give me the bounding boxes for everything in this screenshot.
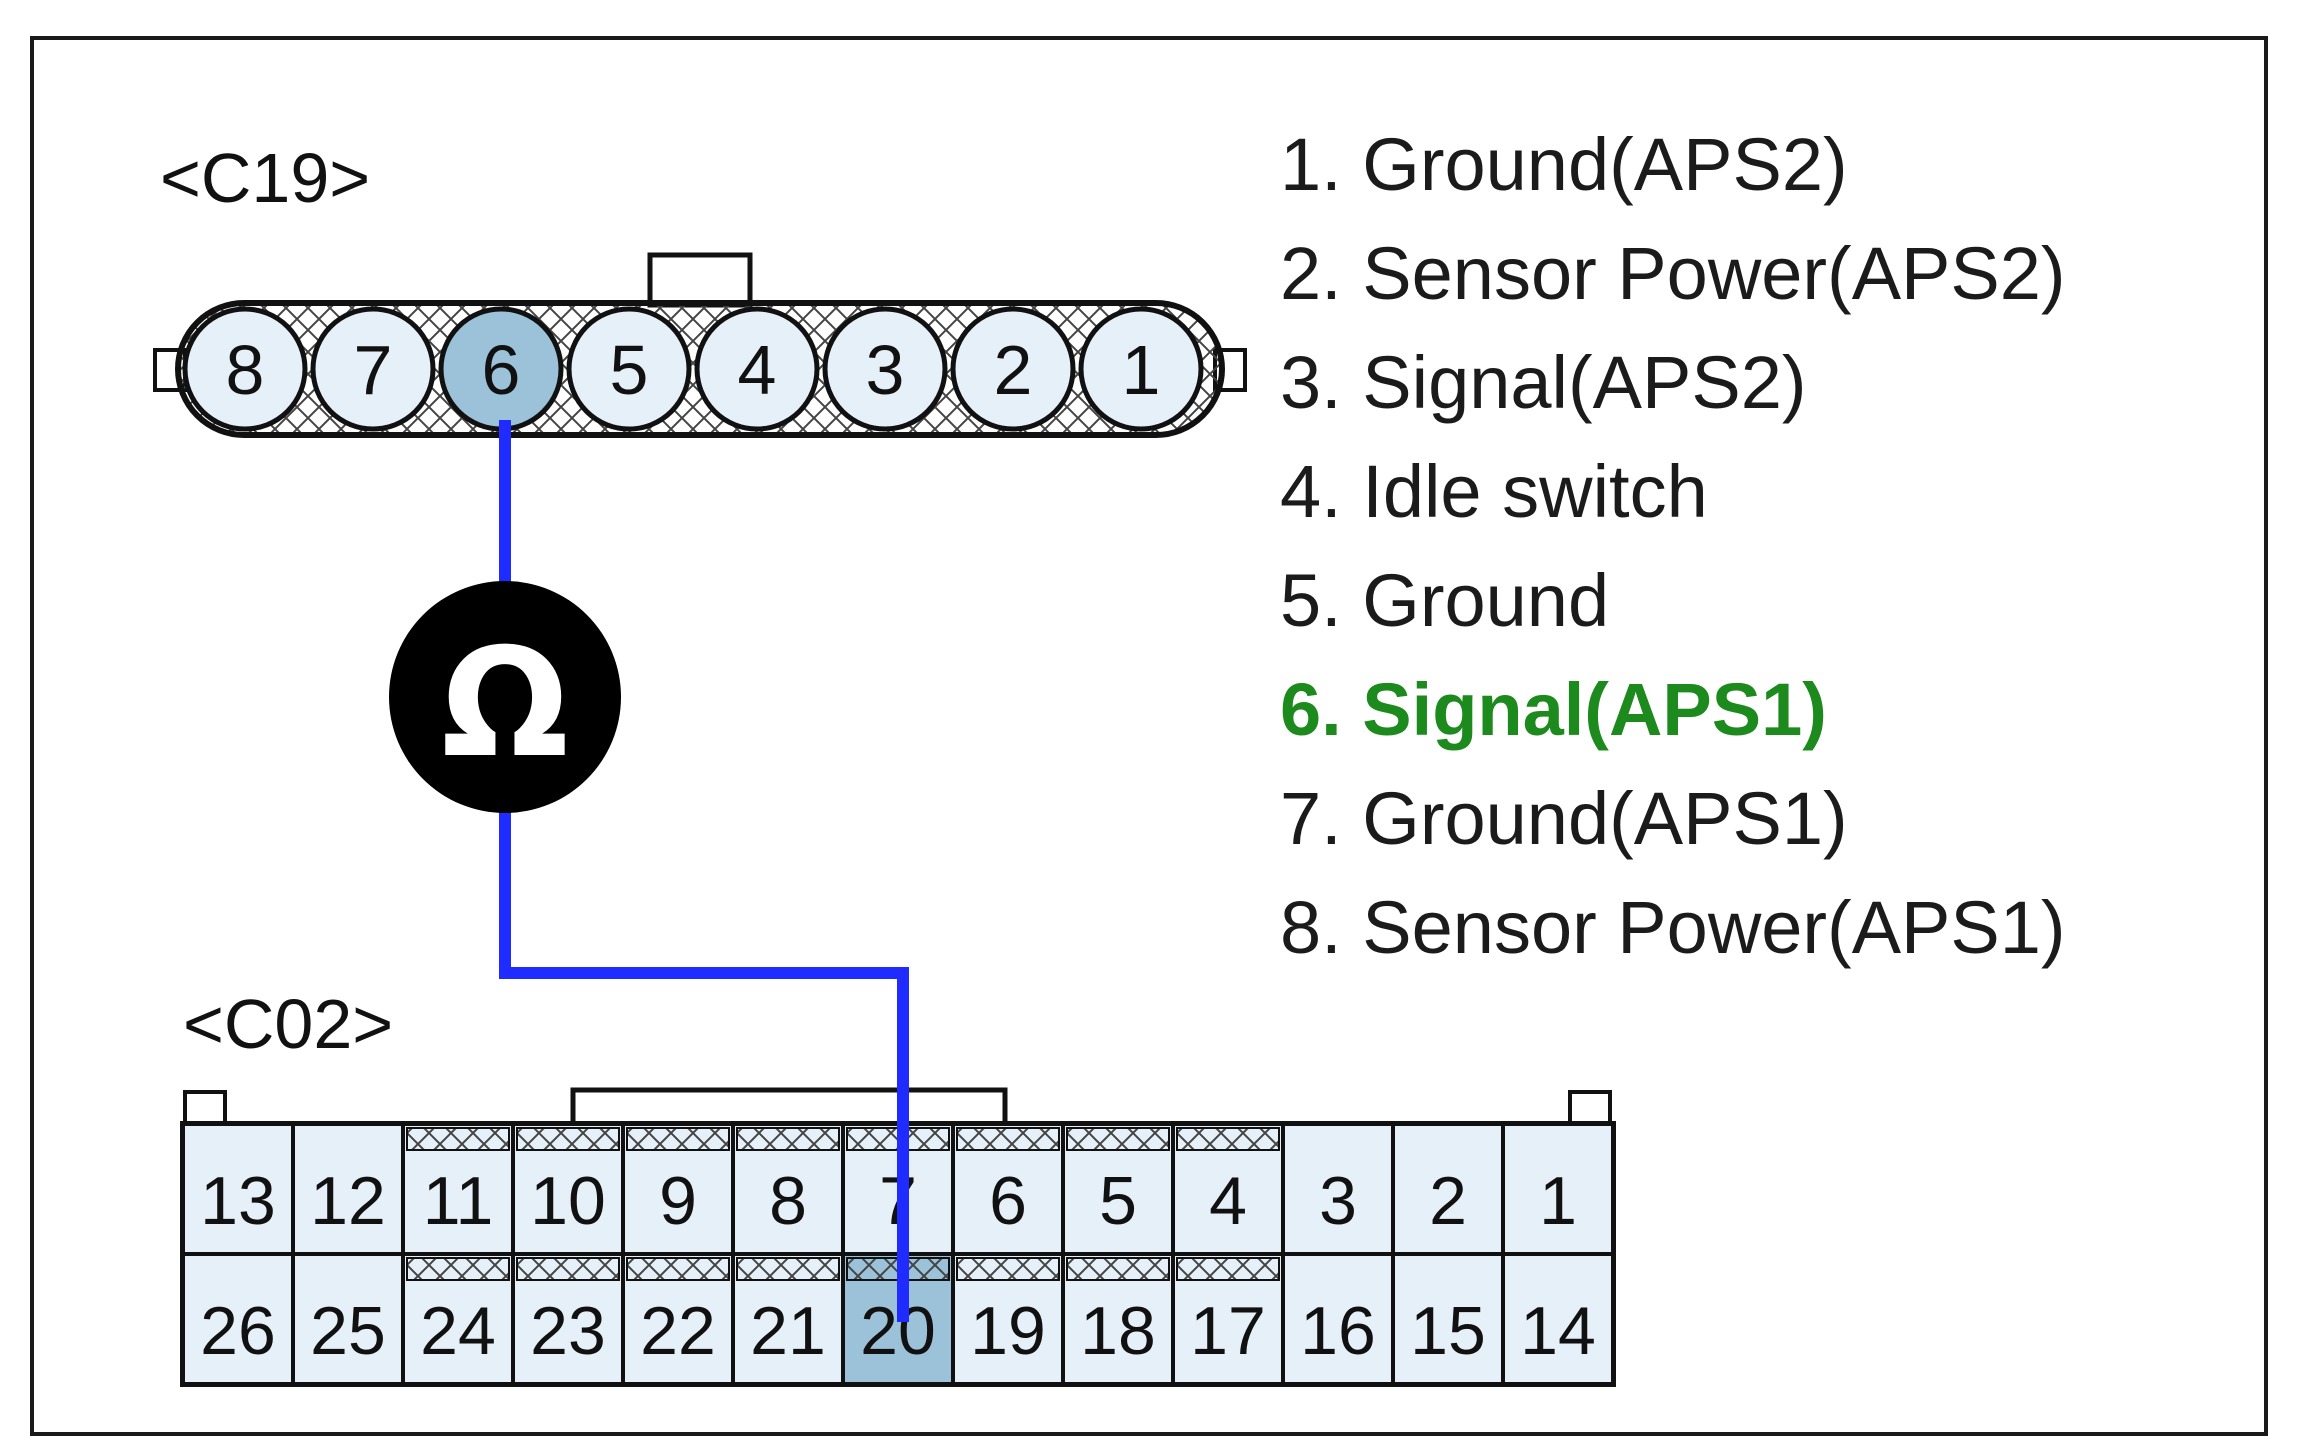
c19-pin-number: 1 (1122, 331, 1161, 409)
c19-pin-number: 8 (226, 331, 265, 409)
c02-pin-lock (406, 1127, 510, 1151)
c02-pin-lock (736, 1127, 840, 1151)
c02-left-tab (183, 1090, 227, 1126)
c19-pin-number: 6 (482, 331, 521, 409)
ohm-symbol: Ω (441, 617, 569, 791)
c02-latch (570, 1087, 1008, 1127)
c02-pin (181, 1252, 295, 1386)
c02-pin-number: 15 (1410, 1293, 1486, 1369)
c02-pin-number: 2 (1429, 1163, 1467, 1239)
c02-pin-number: 4 (1209, 1163, 1247, 1239)
c19-pin-number: 4 (738, 331, 777, 409)
c19-pin (566, 306, 692, 432)
c02-pin-lock (956, 1257, 1060, 1281)
c02-pin-number: 10 (530, 1163, 606, 1239)
c02-pin-lock (1066, 1257, 1170, 1281)
c02-pin-lock (1066, 1127, 1170, 1151)
c02-pin (291, 1252, 405, 1386)
c19-pin (694, 306, 820, 432)
c02-label: <C02> (183, 985, 393, 1063)
c02-pin-number: 11 (423, 1163, 494, 1239)
c02-pin (1501, 1252, 1615, 1386)
c02-pin (181, 1122, 295, 1256)
c02-pin-number: 6 (989, 1163, 1027, 1239)
legend-item: 8. Sensor Power(APS1) (1280, 886, 2066, 969)
c02-pin (1281, 1122, 1395, 1256)
c02-pin-lock (516, 1257, 620, 1281)
c02-pin-lock (626, 1127, 730, 1151)
c02-pin-lock (736, 1257, 840, 1281)
c02-pin-number: 12 (310, 1163, 386, 1239)
c19-pin (822, 306, 948, 432)
c02-pin-number: 23 (530, 1293, 606, 1369)
ohmmeter-icon: Ω (389, 581, 621, 813)
legend-item: 7. Ground(APS1) (1280, 777, 1848, 860)
c02-pin-number: 8 (769, 1163, 807, 1239)
legend-item: 2. Sensor Power(APS2) (1280, 232, 2066, 315)
c19-pin (182, 306, 308, 432)
legend-item: 4. Idle switch (1280, 450, 1708, 533)
c02-pin-lock (516, 1127, 620, 1151)
c19-pin-number: 7 (354, 331, 393, 409)
c19-pin (1078, 306, 1204, 432)
c02-pin-lock (1176, 1127, 1280, 1151)
c02-pin-number: 14 (1520, 1293, 1596, 1369)
c02-pin-number: 16 (1300, 1293, 1376, 1369)
legend-item: 3. Signal(APS2) (1280, 341, 1807, 424)
c02-pin-number: 17 (1190, 1293, 1266, 1369)
c19-connector: 8 7 6 5 4 3 2 1 (153, 252, 1247, 438)
c02-pin-number: 1 (1539, 1163, 1577, 1239)
c02-pin-lock (626, 1257, 730, 1281)
c02-pin-number: 9 (659, 1163, 697, 1239)
c02-pin-number: 13 (200, 1163, 276, 1239)
c02-pin-lock (406, 1257, 510, 1281)
legend-item: 1. Ground(APS2) (1280, 123, 1848, 206)
c02-pin-number: 25 (310, 1293, 386, 1369)
c19-pin-number: 2 (994, 331, 1033, 409)
c19-pin-number: 3 (866, 331, 905, 409)
c19-latch (647, 252, 753, 308)
c02-pin-lock (1176, 1257, 1280, 1281)
c02-right-tab (1568, 1090, 1612, 1126)
c02-pin-number: 24 (420, 1293, 496, 1369)
c02-pin-number: 18 (1080, 1293, 1156, 1369)
pin-legend: 1. Ground(APS2) 2. Sensor Power(APS2) 3. S… (1280, 110, 2066, 982)
c02-pin (1281, 1252, 1395, 1386)
legend-item: 6. Signal(APS1) (1280, 668, 1827, 751)
c02-pin-number: 19 (970, 1293, 1046, 1369)
c02-pin-number: 21 (750, 1293, 826, 1369)
c02-pin (1391, 1252, 1505, 1386)
c02-pin (1391, 1122, 1505, 1256)
c02-pin-number: 22 (640, 1293, 716, 1369)
c19-pin (950, 306, 1076, 432)
legend-item: 5. Ground (1280, 559, 1610, 642)
c19-pin-number: 5 (610, 331, 649, 409)
c02-pin-number: 26 (200, 1293, 276, 1369)
c02-pin-number: 3 (1319, 1163, 1357, 1239)
c02-pin-lock (956, 1127, 1060, 1151)
c02-pin-number: 5 (1099, 1163, 1137, 1239)
test-wire-c02 (499, 810, 909, 1322)
c19-pin (310, 306, 436, 432)
c19-label: <C19> (160, 139, 370, 217)
c02-pin (1501, 1122, 1615, 1256)
